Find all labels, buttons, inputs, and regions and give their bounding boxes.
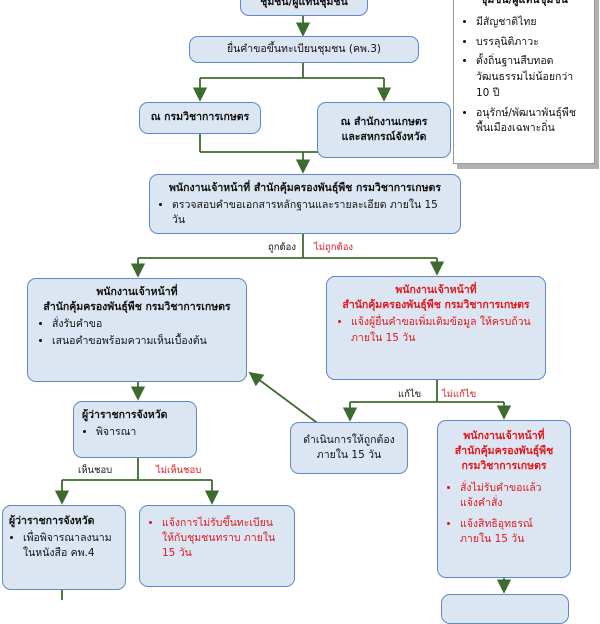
doa-text: ณ กรมวิชาการเกษตร — [150, 111, 250, 124]
correction-box: ดำเนินการให้ถูกต้อง ภายใน 15 วัน — [290, 422, 408, 474]
flow-arrows — [54, 16, 512, 600]
apply-registration-text: ยื่นคำขอขึ้นทะเบียนชุมชน (คพ.3) — [226, 42, 382, 55]
label-agree: เห็นชอบ — [78, 465, 113, 476]
arrow-correction-back — [248, 371, 321, 426]
correction-text: ดำเนินการให้ถูกต้อง ภายใน 15 วัน — [303, 433, 395, 461]
label-fixed: แก้ไข — [398, 389, 422, 400]
officer-notify-title-2: สำนักคุ้มครองพันธุ์พืช กรมวิชาการเกษตร — [342, 299, 530, 312]
notify-not-registered-box: แจ้งการไม่รับขึ้นทะเบียน ให้กับชุมชนทราบ… — [139, 505, 295, 587]
officer-reject-item-1: สั่งไม่รับคำขอแล้ว แจ้งคำสั่ง — [460, 481, 562, 511]
apply-registration-box: ยื่นคำขอขึ้นทะเบียนชุมชน (คพ.3) — [189, 36, 419, 63]
label-incorrect: ไม่ถูกต้อง — [314, 242, 354, 253]
officer-reject-box: พนักงานเจ้าหน้าที่ สำนักคุ้มครองพันธุ์พื… — [437, 420, 571, 578]
officer-order-title-1: พนักงานเจ้าหน้าที่ — [96, 286, 178, 298]
officer-notify-title-1: พนักงานเจ้าหน้าที่ — [395, 284, 477, 296]
governor-consider-item: พิจารณา — [96, 425, 188, 440]
officer-reject-title-2: สำนักคุ้มครองพันธุ์พืช — [454, 445, 554, 458]
officer-reject-title-3: กรมวิชาการเกษตร — [461, 460, 547, 473]
qualification-item: ตั้งถิ่นฐานสืบทอดวัฒนธรรมไม่น้อยกว่า 10 … — [476, 54, 588, 101]
community-representative-box: ชุมชน/ผู้แทนชุมชน — [240, 0, 368, 16]
officer-notify-box: พนักงานเจ้าหน้าที่ สำนักคุ้มครองพันธุ์พื… — [326, 276, 546, 380]
officer-order-box: พนักงานเจ้าหน้าที่ สำนักคุ้มครองพันธุ์พื… — [27, 278, 247, 382]
officer-check-box: พนักงานเจ้าหน้าที่ สำนักคุ้มครองพันธุ์พื… — [149, 174, 461, 234]
qualification-item: อนุรักษ์/พัฒนาพันธุ์พืชพื้นเมืองเฉพาะถิ่… — [476, 106, 588, 138]
officer-order-title-2: สำนักคุ้มครองพันธุ์พืช กรมวิชาการเกษตร — [43, 301, 231, 314]
officer-reject-item-2: แจ้งสิทธิอุทธรณ์ ภายใน 15 วัน — [460, 517, 562, 547]
label-disagree: ไม่เห็นชอบ — [156, 465, 202, 476]
doa-box: ณ กรมวิชาการเกษตร — [139, 102, 261, 134]
qualification-item: มีสัญชาติไทย — [476, 15, 588, 31]
governor-sign-item: เพื่อพิจารณาลงนาม ในหนังสือ คพ.4 — [23, 531, 119, 561]
governor-sign-title: ผู้ว่าราชการจังหวัด — [9, 515, 95, 527]
governor-sign-box: ผู้ว่าราชการจังหวัด เพื่อพิจารณาลงนาม ใน… — [2, 505, 126, 590]
officer-order-item-2: เสนอคำขอพร้อมความเห็นเบื้องต้น — [52, 334, 236, 349]
officer-check-item: ตรวจสอบคำขอเอกสารหลักฐานและรายละเอียด ภา… — [172, 198, 452, 228]
provincial-office-box: ณ สำนักงานเกษตร และสหกรณ์จังหวัด — [317, 102, 451, 158]
officer-check-title: พนักงานเจ้าหน้าที่ สำนักคุ้มครองพันธุ์พื… — [168, 182, 441, 194]
label-not-fixed: ไม่แก้ไข — [442, 389, 477, 400]
officer-notify-item: แจ้งผู้ยื่นคำขอเพิ่มเติมข้อมูล ให้ครบถ้ว… — [351, 315, 535, 345]
next-step-box-partial — [441, 594, 569, 624]
officer-reject-title-1: พนักงานเจ้าหน้าที่ — [463, 430, 545, 442]
label-correct: ถูกต้อง — [268, 242, 297, 253]
qualification-item: บรรลุนิติภาวะ — [476, 35, 588, 51]
community-representative-text: ชุมชน/ผู้แทนชุมชน — [260, 0, 348, 9]
qualifications-title: ชุมชน/ผู้แทนชุมชน — [480, 0, 568, 6]
qualifications-panel: ชุมชน/ผู้แทนชุมชน มีสัญชาติไทย บรรลุนิติ… — [453, 0, 595, 164]
governor-consider-title: ผู้ว่าราชการจังหวัด — [82, 409, 168, 421]
notify-not-registered-item: แจ้งการไม่รับขึ้นทะเบียน ให้กับชุมชนทราบ… — [162, 516, 286, 562]
provincial-office-text: ณ สำนักงานเกษตร และสหกรณ์จังหวัด — [340, 115, 428, 143]
officer-order-item-1: สั่งรับคำขอ — [52, 317, 236, 332]
governor-consider-box: ผู้ว่าราชการจังหวัด พิจารณา — [73, 401, 197, 458]
